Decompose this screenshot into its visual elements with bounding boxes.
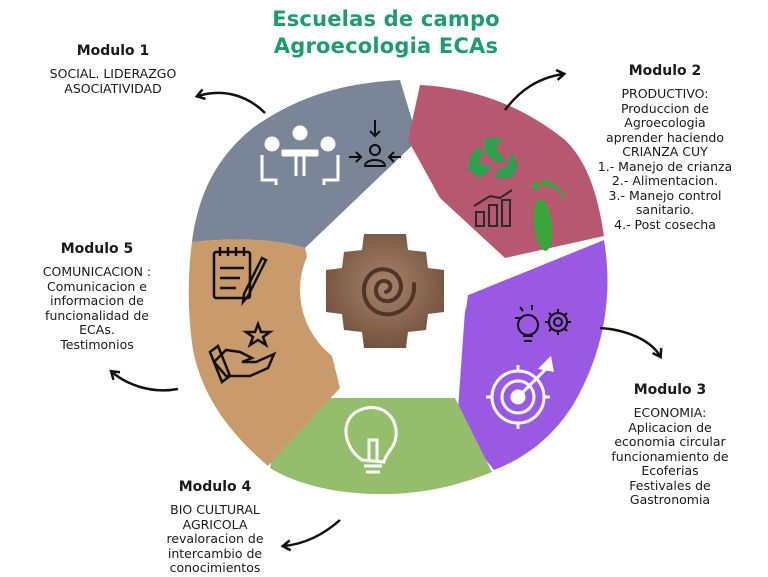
module-4-line: BIO CULTURAL bbox=[170, 502, 260, 517]
footprint-icon bbox=[532, 179, 565, 251]
arrow-module-4 bbox=[280, 519, 341, 552]
module-2-line: 1.- Manejo de crianza bbox=[597, 158, 733, 174]
module-4-label: Modulo 4 BIO CULTURAL AGRICOLA revalorac… bbox=[140, 478, 290, 576]
module-5-line: Testimonios bbox=[60, 336, 134, 352]
notepad-pencil-icon bbox=[212, 247, 268, 307]
target-arrow-icon bbox=[486, 355, 554, 429]
module-5-line: informacion de bbox=[50, 293, 144, 308]
module-3-line: Ecoferias bbox=[641, 463, 699, 478]
module-3-title: Modulo 3 bbox=[633, 382, 707, 398]
module-5-title: Modulo 5 bbox=[60, 241, 134, 257]
arrow-module-5 bbox=[109, 369, 179, 392]
module-2-line: sanitario. bbox=[635, 202, 695, 217]
title-line-1: Escuelas de campo bbox=[272, 7, 500, 31]
module-5-line: ECAs. bbox=[79, 322, 115, 337]
meeting-table-icon bbox=[260, 125, 340, 185]
module-2-line: Agroecologia bbox=[624, 115, 706, 130]
chakana-spiral-stone bbox=[326, 234, 444, 348]
module-4-line: AGRICOLA bbox=[182, 516, 248, 532]
module-4-line: intercambio de bbox=[167, 545, 263, 561]
module-5-line: COMUNICACION : bbox=[42, 264, 152, 279]
module-2-line: Produccion de bbox=[620, 100, 710, 116]
module-5-label: Modulo 5 COMUNICACION : Comunicacion e i… bbox=[12, 240, 182, 352]
bar-chart-icon bbox=[473, 189, 513, 227]
module-3-line: funcionamiento de bbox=[611, 448, 729, 464]
segment-module-4 bbox=[270, 398, 492, 495]
module-4-line: revaloracion de bbox=[166, 531, 264, 546]
module-2-line: 2.- Alimentacion. bbox=[611, 173, 719, 188]
module-2-label: Modulo 2 PRODUCTIVO: Produccion de Agroe… bbox=[585, 62, 745, 232]
arrow-module-3 bbox=[599, 326, 663, 360]
module-3-label: Modulo 3 ECONOMIA: Aplicacion de economi… bbox=[595, 381, 745, 508]
gears-bulb-icon bbox=[515, 305, 571, 342]
module-4-title: Modulo 4 bbox=[178, 479, 252, 495]
module-2-title: Modulo 2 bbox=[628, 63, 702, 79]
hand-star-icon bbox=[208, 320, 277, 384]
module-2-line: 4.- Post cosecha bbox=[614, 216, 716, 232]
diagram-title: Escuelas de campo Agroecologia ECAs bbox=[236, 6, 536, 60]
lightbulb-icon bbox=[344, 406, 398, 474]
person-focus-icon bbox=[349, 120, 401, 167]
module-2-line: aprender haciendo bbox=[606, 129, 724, 145]
module-5-line: funcionalidad de bbox=[45, 307, 149, 323]
module-1-title: Modulo 1 bbox=[76, 43, 150, 59]
module-4-line: conocimientos bbox=[169, 560, 261, 575]
module-1-label: Modulo 1 SOCIAL. LIDERAZGO ASOCIATIVIDAD bbox=[18, 42, 208, 96]
module-2-line: PRODUCTIVO: bbox=[621, 86, 709, 101]
module-1-line: ASOCIATIVIDAD bbox=[64, 80, 162, 96]
module-2-line: 3.- Manejo control bbox=[608, 187, 722, 203]
module-3-line: Aplicacion de bbox=[628, 419, 712, 435]
module-5-line: Comunicacion e bbox=[47, 278, 147, 294]
module-3-line: Gastronomia bbox=[629, 492, 711, 507]
arrow-module-1 bbox=[194, 88, 266, 114]
module-3-line: economia circular bbox=[614, 434, 726, 449]
module-3-line: ECONOMIA: bbox=[633, 405, 707, 420]
title-line-2: Agroecologia ECAs bbox=[273, 34, 499, 58]
module-3-line: Festivales de bbox=[629, 477, 711, 493]
arrow-module-2 bbox=[504, 68, 567, 111]
segment-module-3 bbox=[457, 240, 608, 470]
module-1-line: SOCIAL. LIDERAZGO bbox=[49, 66, 177, 81]
module-2-line: CRIANZA CUY bbox=[622, 144, 708, 159]
recycle-icon bbox=[468, 138, 518, 178]
